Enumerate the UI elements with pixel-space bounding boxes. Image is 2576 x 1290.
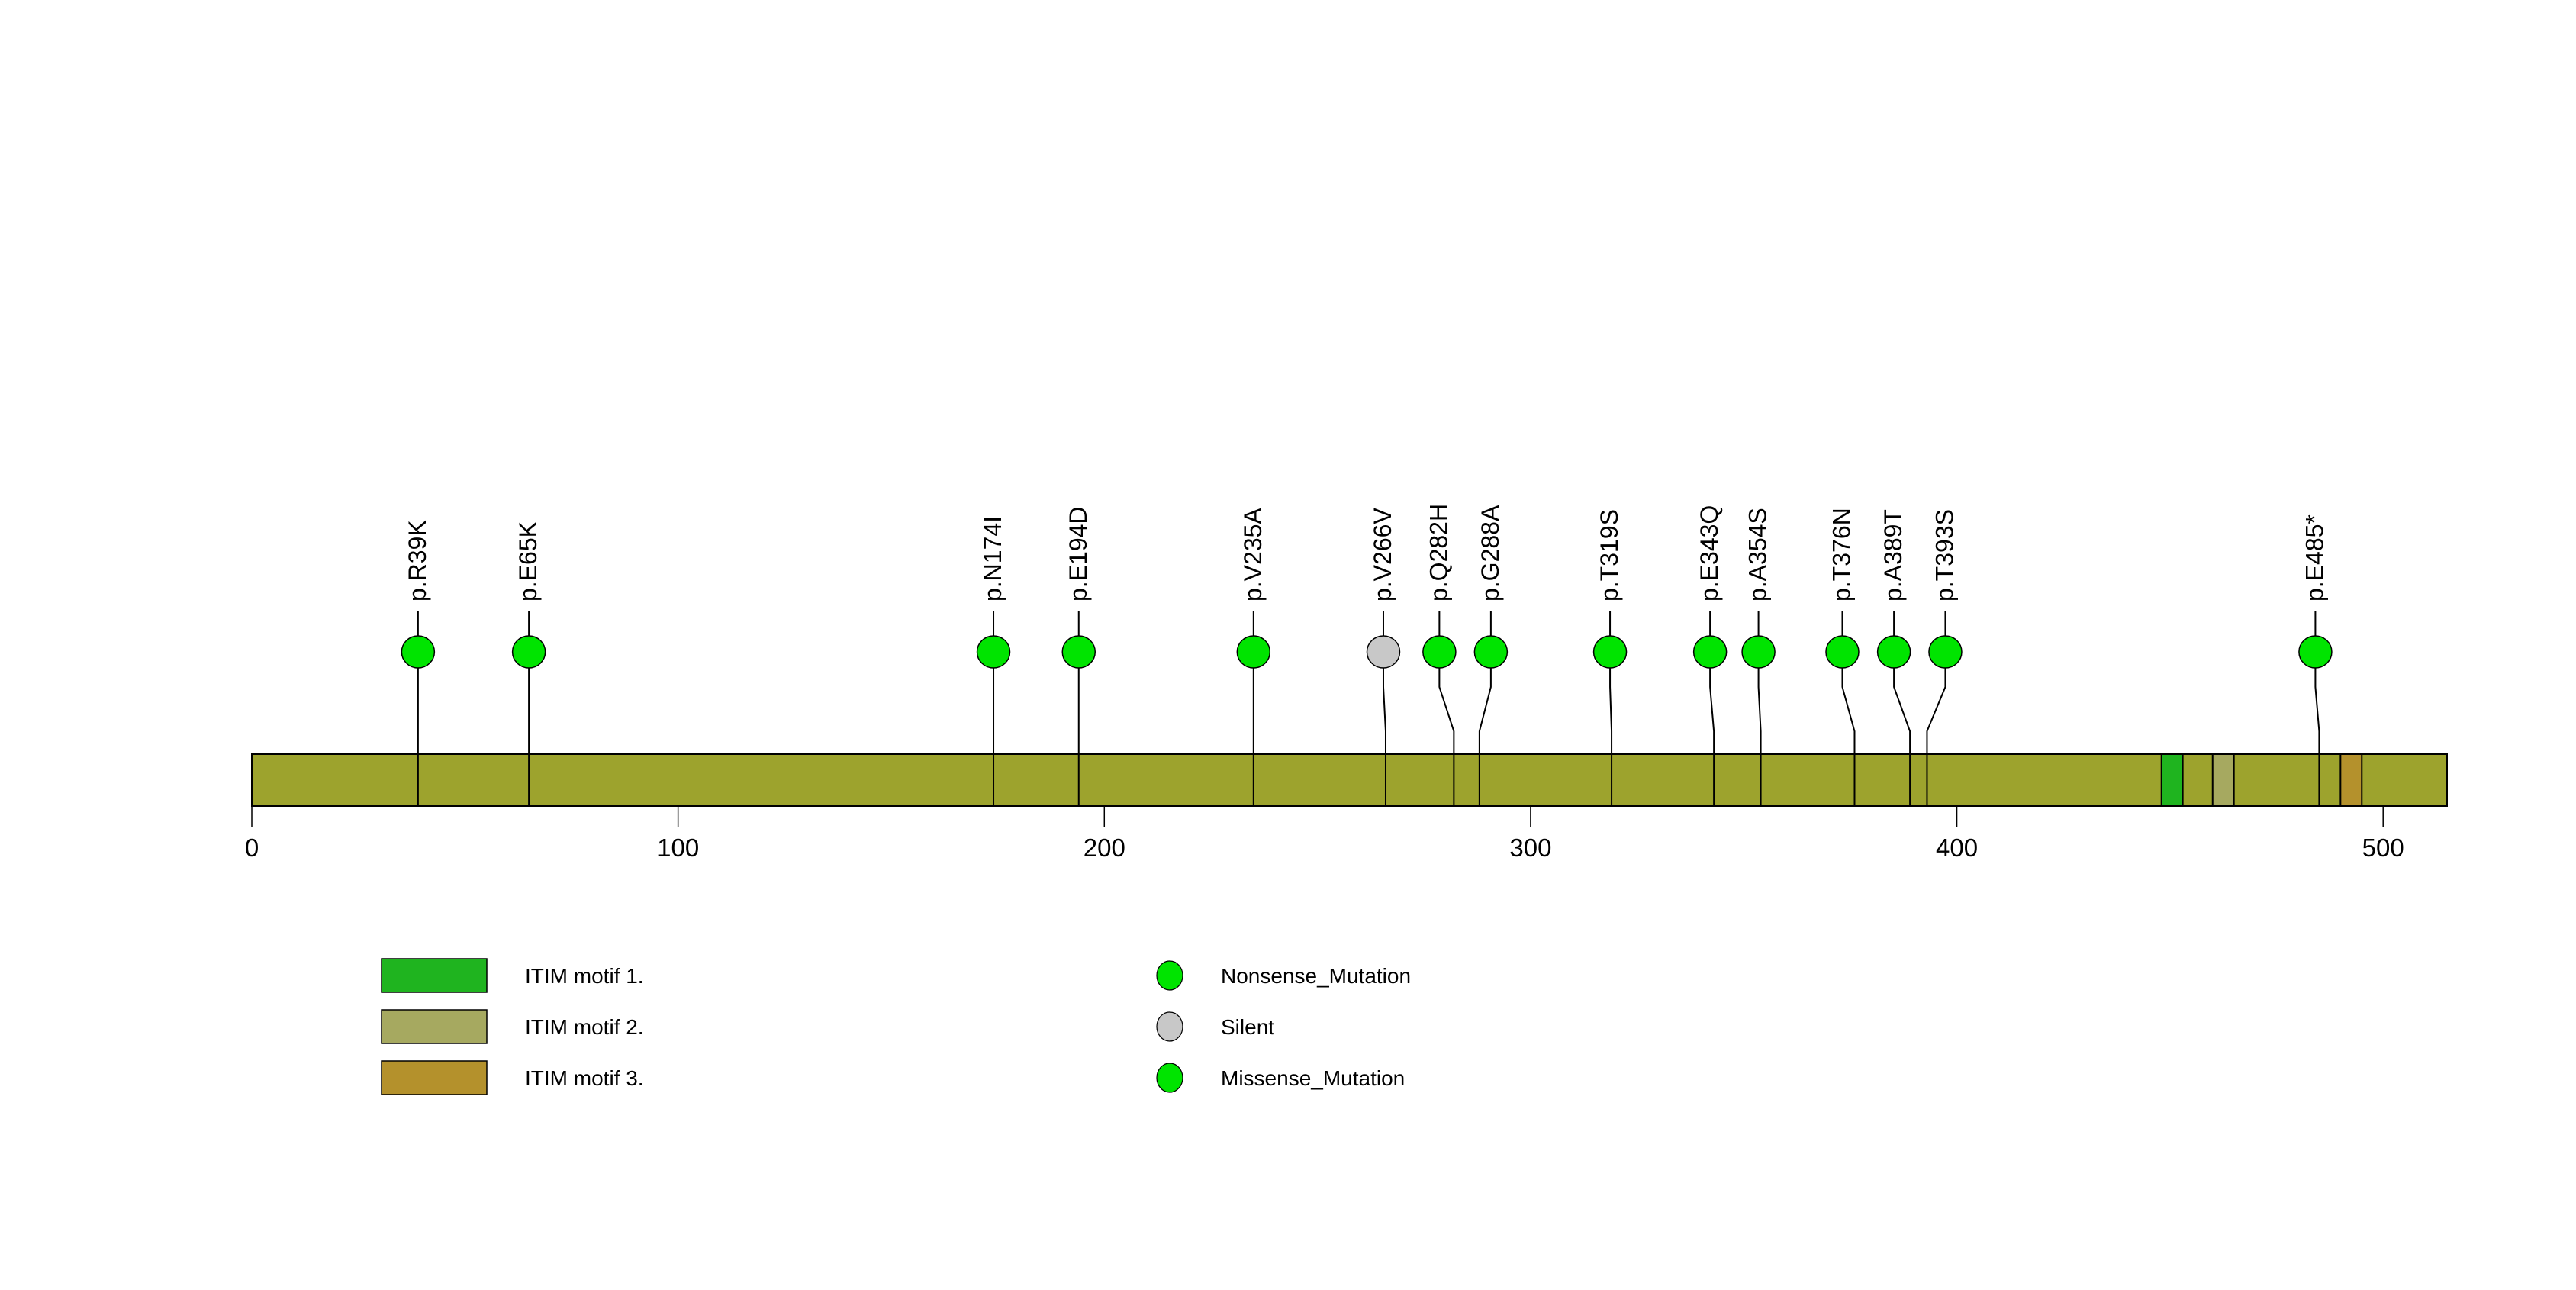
mutation-label-p.V235A: p.V235A xyxy=(1239,508,1267,601)
mutation-circle-p.T319S xyxy=(1592,635,1628,669)
legend-motif-label-1: ITIM motif 1. xyxy=(525,964,644,988)
mutation-circle-p.N174I xyxy=(976,635,1011,669)
legend-motif-label-2: ITIM motif 2. xyxy=(525,1015,644,1039)
mutation-label-p.V266V: p.V266V xyxy=(1369,508,1396,601)
axis-tick-label-0: 0 xyxy=(245,834,259,862)
legend-motif-swatch-2 xyxy=(381,1009,488,1044)
motif-region-2 xyxy=(2211,753,2235,807)
mutation-label-p.E485*: p.E485* xyxy=(2301,514,2328,601)
legend-motif-swatch-1 xyxy=(381,958,488,993)
mutation-circle-p.R39K xyxy=(401,635,436,669)
motif-region-3 xyxy=(2339,753,2363,807)
axis-tick-label-400: 400 xyxy=(1936,834,1978,862)
mutation-label-p.Q282H: p.Q282H xyxy=(1425,504,1452,601)
axis-tick-label-500: 500 xyxy=(2362,834,2404,862)
mutation-label-p.A354S: p.A354S xyxy=(1744,508,1772,601)
mutation-circle-p.A354S xyxy=(1741,635,1776,669)
mutation-circle-p.T393S xyxy=(1928,635,1963,669)
legend-mutation-circle-Silent xyxy=(1156,1011,1183,1042)
mutation-label-p.E194D: p.E194D xyxy=(1064,506,1092,601)
motif-region-1 xyxy=(2160,753,2184,807)
mutation-circle-p.E485* xyxy=(2298,635,2333,669)
mutation-label-p.E65K: p.E65K xyxy=(514,521,542,601)
legend-mutation-circle-Missense_Mutation xyxy=(1156,1063,1183,1093)
axis-tick-label-100: 100 xyxy=(657,834,699,862)
mutation-circle-p.Q282H xyxy=(1422,635,1457,669)
protein-bar xyxy=(251,753,2448,807)
axis-tick-label-200: 200 xyxy=(1084,834,1125,862)
legend-mutation-label-Nonsense_Mutation: Nonsense_Mutation xyxy=(1221,964,1411,988)
legend-motif-label-3: ITIM motif 3. xyxy=(525,1066,644,1090)
mutation-label-p.T319S: p.T319S xyxy=(1596,509,1623,601)
mutation-circle-p.E65K xyxy=(511,635,546,669)
mutation-label-p.E343Q: p.E343Q xyxy=(1695,505,1723,601)
mutation-label-p.T393S: p.T393S xyxy=(1930,509,1958,601)
mutation-label-p.T376N: p.T376N xyxy=(1827,508,1855,601)
mutation-label-p.G288A: p.G288A xyxy=(1476,505,1504,601)
mutation-circle-p.G288A xyxy=(1473,635,1509,669)
legend-mutation-label-Missense_Mutation: Missense_Mutation xyxy=(1221,1066,1405,1090)
mutation-label-p.R39K: p.R39K xyxy=(404,520,431,601)
mutation-circle-p.V235A xyxy=(1236,635,1271,669)
legend-motif-swatch-3 xyxy=(381,1060,488,1095)
mutation-circle-p.A389T xyxy=(1876,635,1911,669)
legend-mutation-label-Silent: Silent xyxy=(1221,1015,1274,1039)
mutation-circle-p.T376N xyxy=(1825,635,1860,669)
mutation-label-p.A389T: p.A389T xyxy=(1879,509,1907,601)
legend-mutation-circle-Nonsense_Mutation xyxy=(1156,960,1183,991)
mutation-circle-p.E343Q xyxy=(1692,635,1728,669)
axis-tick-label-300: 300 xyxy=(1509,834,1551,862)
mutation-circle-p.E194D xyxy=(1061,635,1096,669)
mutation-label-p.N174I: p.N174I xyxy=(979,516,1006,601)
mutation-circle-p.V266V xyxy=(1366,635,1401,669)
